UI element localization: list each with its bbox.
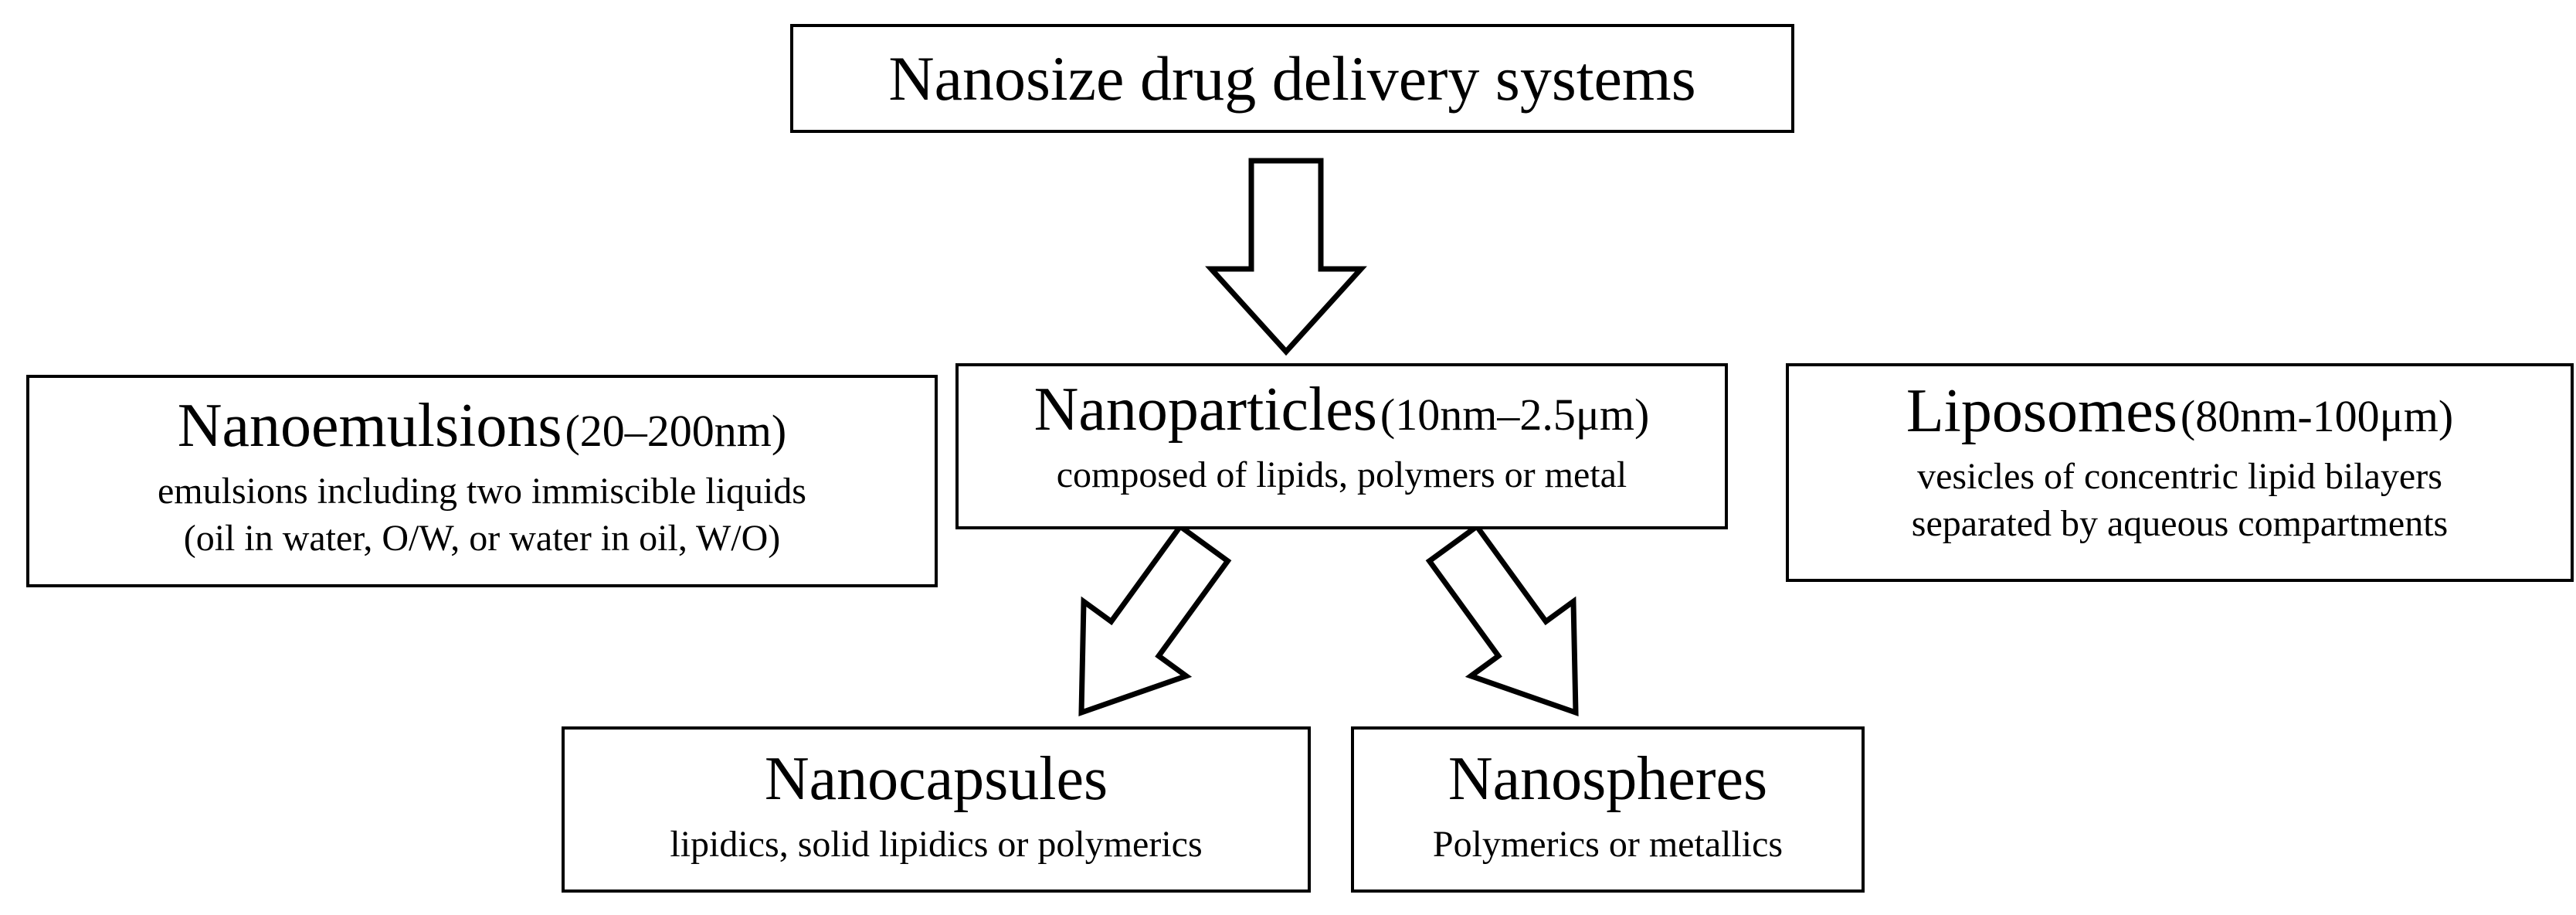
nanoparticles-desc-line-1: composed of lipids, polymers or metal xyxy=(1056,454,1627,495)
arrow-to-nanocapsules xyxy=(1078,522,1232,716)
nanoparticles-size-range: (10nm–2.5μm) xyxy=(1380,389,1650,440)
nanospheres-desc-line-1: Polymerics or metallics xyxy=(1432,824,1784,865)
nanospheres-title: Nanospheres xyxy=(1448,745,1768,813)
nanocapsules-box: Nanocapsules lipidics, solid lipidics or… xyxy=(562,726,1311,893)
liposomes-desc-line-1: vesicles of concentric lipid bilayers xyxy=(1917,456,2442,497)
nanospheres-box: Nanospheres Polymerics or metallics xyxy=(1351,726,1865,893)
nanoparticles-box: Nanoparticles (10nm–2.5μm) composed of l… xyxy=(955,363,1728,529)
root-node-title: Nanosize drug delivery systems xyxy=(888,43,1696,114)
nanoemulsions-desc-line-1: emulsions including two immiscible liqui… xyxy=(158,471,806,512)
nanoparticles-title: Nanoparticles xyxy=(1033,376,1377,444)
liposomes-box: Liposomes (80nm-100μm) vesicles of conce… xyxy=(1786,363,2574,582)
liposomes-size-range: (80nm-100μm) xyxy=(2180,391,2454,441)
nanocapsules-title: Nanocapsules xyxy=(764,745,1108,813)
arrow-root-down xyxy=(1205,158,1367,356)
root-node-box: Nanosize drug delivery systems xyxy=(790,24,1794,133)
nanoemulsions-title: Nanoemulsions xyxy=(177,392,562,460)
nanoemulsions-desc-line-2: (oil in water, O/W, or water in oil, W/O… xyxy=(183,518,781,560)
nanoemulsions-size-range: (20–200nm) xyxy=(565,406,787,456)
nanoemulsions-box: Nanoemulsions (20–200nm) emulsions inclu… xyxy=(26,375,938,587)
nanocapsules-desc-line-1: lipidics, solid lipidics or polymerics xyxy=(670,824,1203,865)
arrow-to-nanospheres xyxy=(1425,522,1579,716)
liposomes-desc-line-2: separated by aqueous compartments xyxy=(1911,503,2449,545)
liposomes-title: Liposomes xyxy=(1906,377,2177,445)
